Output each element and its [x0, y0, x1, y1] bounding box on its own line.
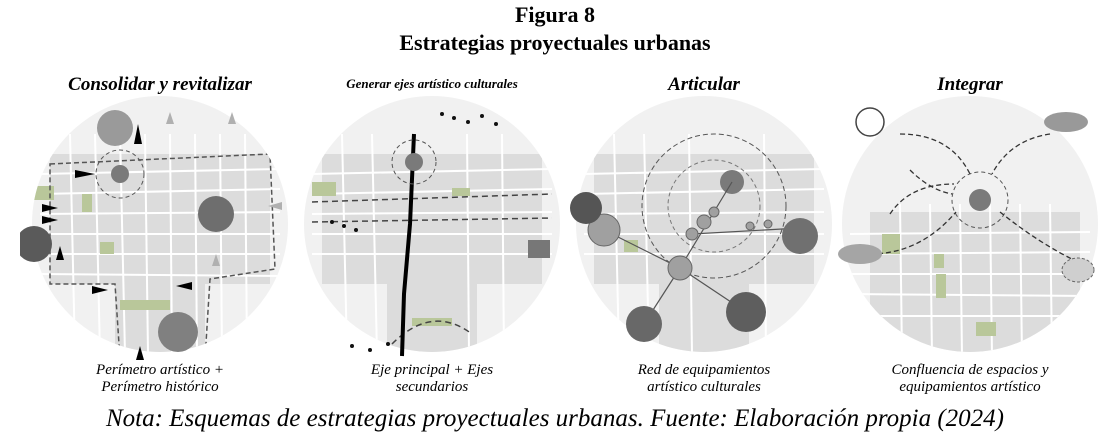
- arrow-down-icon: [228, 112, 236, 124]
- arrow-right-icon: [92, 286, 108, 294]
- map-blocks: [311, 133, 553, 352]
- secondary-axis: [311, 217, 553, 223]
- photo-thumbnail: [838, 244, 882, 264]
- panel-title-articular: Articular: [668, 74, 740, 95]
- panel-ejes: Generar ejes artístico culturales: [292, 74, 572, 404]
- photo-thumbnail: [726, 292, 766, 332]
- panel-articular: Articular: [564, 74, 844, 404]
- spiral-icon: [855, 107, 885, 137]
- photo-thumbnail: [570, 192, 602, 224]
- arrow-up-icon: [56, 246, 64, 260]
- photo-thumbnail: [1044, 112, 1088, 132]
- arrow-right-icon: [75, 170, 95, 178]
- panel-title-ejes: Generar ejes artístico culturales: [346, 76, 518, 91]
- arrow-down-icon: [134, 124, 142, 144]
- panel-caption-articular: Red de equipamientos artístico culturale…: [637, 362, 771, 395]
- main-axis: [400, 133, 416, 357]
- photo-thumbnail: [20, 226, 52, 262]
- panel-consolidar: Consolidar y revitalizar: [20, 74, 300, 404]
- map-blocks: [849, 203, 1091, 352]
- center-node: [111, 165, 129, 183]
- secondary-arrows: [166, 112, 282, 266]
- arrow-left-icon: [268, 202, 282, 210]
- photo-thumbnail: [198, 196, 234, 232]
- arrow-left-icon: [176, 282, 192, 290]
- map-ejes: [304, 96, 560, 357]
- panel-integrar: Integrar: [830, 74, 1110, 404]
- photo-thumbnail: [158, 312, 198, 352]
- arrow-up-icon: [136, 346, 144, 360]
- people-icons: [330, 112, 498, 352]
- map-integrar: [838, 96, 1098, 352]
- map-articular: [570, 96, 832, 352]
- secondary-axis: [391, 320, 473, 345]
- photo-thumbnail: [782, 218, 818, 254]
- convergence-arrows: [869, 133, 1079, 263]
- arrow-up-icon: [212, 254, 220, 266]
- map-consolidar: [20, 96, 288, 360]
- arrow-down-icon: [166, 112, 174, 124]
- photo-thumbnail: [626, 306, 662, 342]
- panel-caption-integrar: Confluencia de espacios y equipamientos …: [891, 362, 1049, 395]
- focus-ring: [391, 139, 437, 185]
- panel-title-consolidar: Consolidar y revitalizar: [68, 74, 252, 95]
- network-nodes: [587, 206, 773, 281]
- arrow-right-icon: [42, 204, 58, 212]
- center-node: [969, 189, 991, 211]
- photo-thumbnail: [528, 240, 550, 258]
- figure-note: Nota: Esquemas de estrategias proyectual…: [105, 405, 1005, 432]
- panel-caption-ejes: Eje principal + Ejes secundarios: [370, 362, 494, 395]
- figure-title: Estrategias proyectuales urbanas: [399, 30, 711, 55]
- panel-title-integrar: Integrar: [937, 74, 1003, 95]
- arrow-icons: [42, 124, 192, 360]
- map-blocks: [32, 133, 281, 352]
- focus-ring: [95, 149, 145, 199]
- arrow-right-icon: [42, 216, 58, 224]
- photo-thumbnail: [97, 110, 133, 146]
- panel-caption-consolidar: Perímetro artístico + Perímetro históric…: [96, 362, 224, 395]
- focus-ring: [951, 171, 1009, 229]
- secondary-axis: [311, 193, 553, 203]
- center-node: [405, 153, 423, 171]
- photo-thumbnail: [1061, 257, 1095, 283]
- figure-number: Figura 8: [514, 2, 596, 27]
